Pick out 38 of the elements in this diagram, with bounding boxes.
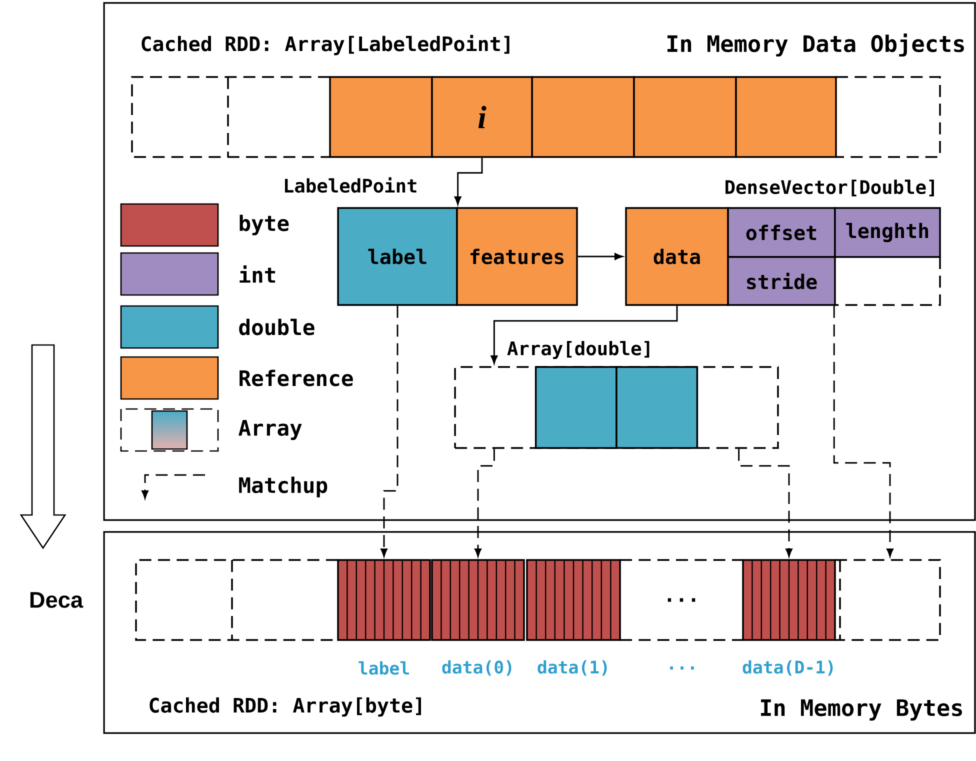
arrow: [490, 306, 678, 364]
group-heading: Array[double]: [507, 340, 650, 360]
field-cell: lenghth: [834, 207, 941, 258]
byte-block: [526, 559, 621, 641]
byte-block: [742, 559, 836, 641]
legend-label: Array: [238, 420, 302, 440]
field-cell: features: [456, 207, 578, 306]
field-cell: label: [337, 207, 458, 306]
panel-heading: In Memory Bytes: [761, 699, 962, 721]
field-cell: stride: [727, 256, 836, 306]
legend-label: double: [239, 318, 314, 336]
arrow: [454, 158, 483, 205]
byte-label: data(1): [538, 660, 607, 676]
field-cell: data: [625, 207, 729, 306]
field-cell: i: [431, 76, 533, 158]
byte-label: data(D-1): [742, 660, 833, 676]
byte-label: label: [358, 661, 409, 675]
object-heading: LabeledPoint: [285, 177, 416, 193]
ellipsis-block: ...: [619, 559, 744, 641]
byte-block: [431, 559, 525, 641]
arrow: [738, 448, 792, 557]
byte-block: [337, 559, 431, 641]
panel-heading: In Memory Data Objects: [667, 33, 964, 57]
arrow: [474, 448, 495, 557]
legend-label: Reference: [240, 370, 353, 386]
panel-heading: Cached RDD: Array[LabeledPoint]: [142, 34, 510, 56]
legend-label: Matchup: [239, 476, 328, 498]
field-cell: offset: [727, 207, 836, 258]
arrow: [380, 306, 398, 557]
side-label: Deca: [30, 592, 84, 608]
legend-label: byte: [240, 214, 289, 236]
panel-heading: Cached RDD: Array[byte]: [150, 697, 421, 717]
arrow: [833, 306, 894, 557]
object-heading: DenseVector[Double]: [726, 180, 934, 196]
legend-label: int: [240, 265, 276, 283]
byte-label: data(0): [442, 660, 512, 676]
byte-label: ...: [670, 666, 694, 670]
arrow: [578, 253, 623, 260]
